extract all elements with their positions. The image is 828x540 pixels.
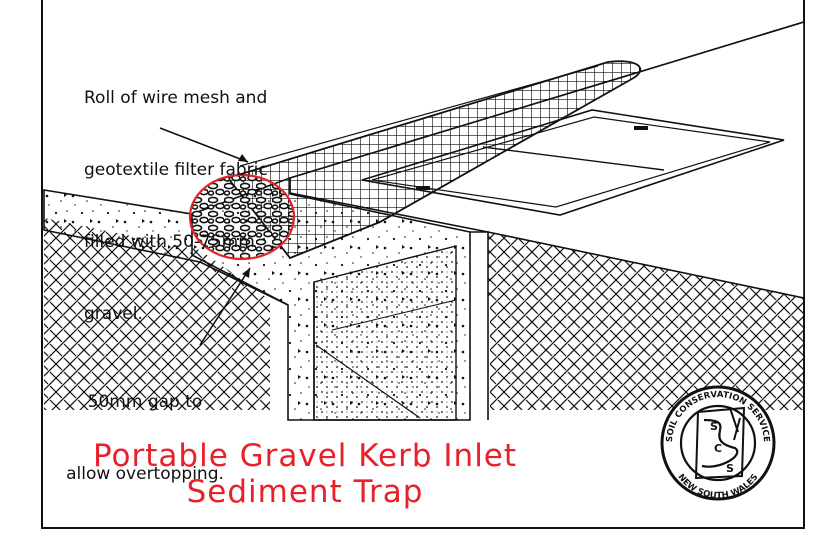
mesh-label-line-1: Roll of wire mesh and (84, 88, 268, 108)
logo-letter-1: S (710, 420, 718, 433)
gap-label: 50mm gap to allow overtopping. (50, 342, 240, 510)
scs-logo (660, 385, 776, 501)
title-line-1: Portable Gravel Kerb Inlet (92, 438, 518, 474)
logo-letter-3: S (726, 462, 734, 475)
title-line-2: Sediment Trap (186, 474, 424, 510)
svg-text:NEW SOUTH WALES: NEW SOUTH WALES (676, 472, 761, 501)
logo-letter-2: C (714, 442, 722, 455)
logo-ring-text-bottom: NEW SOUTH WALES (676, 472, 761, 501)
mesh-label-line-4: gravel. (84, 304, 143, 324)
soil-right (488, 232, 804, 410)
mesh-label-line-3: filled with 50-75mm (84, 232, 255, 252)
mesh-leader-line (159, 127, 249, 163)
gap-leader-line (199, 267, 251, 346)
gap-label-line-2: allow overtopping. (66, 464, 224, 484)
gravel-roll-end (188, 173, 296, 261)
gravel-roll-mesh (226, 60, 642, 260)
svg-text:SOIL CONSERVATION SERVICE: SOIL CONSERVATION SERVICE (665, 390, 771, 443)
mesh-label-line-2: geotextile filter fabric (84, 160, 268, 180)
diagram-title: Portable Gravel Kerb Inlet Sediment Trap (70, 438, 540, 510)
mesh-label: Roll of wire mesh and geotextile filter … (84, 38, 268, 350)
logo-ring-text-top: SOIL CONSERVATION SERVICE (665, 390, 771, 443)
gap-label-line-1: 50mm gap to (87, 392, 203, 412)
